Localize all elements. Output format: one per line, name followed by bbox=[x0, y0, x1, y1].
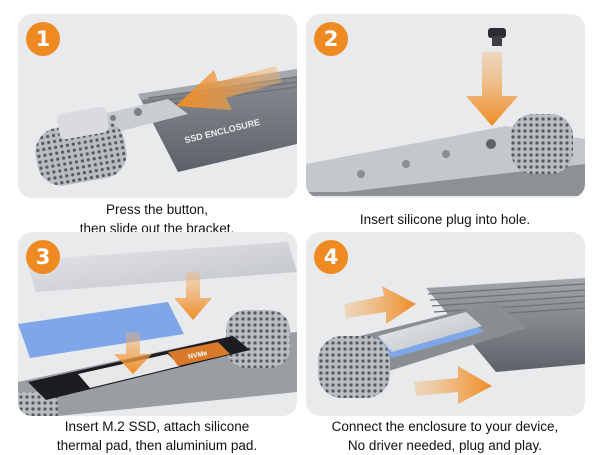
step-4-badge: 4 bbox=[314, 240, 348, 274]
step-3-caption: Insert M.2 SSD, attach silicone thermal … bbox=[7, 417, 307, 455]
step-1-badge: 1 bbox=[26, 22, 60, 56]
step-4-image: 4 bbox=[306, 232, 585, 416]
step-1-image: SSD ENCLOSURE 1 bbox=[18, 14, 297, 198]
insert-arrow-top-icon bbox=[344, 286, 416, 324]
thermal-pad bbox=[18, 302, 184, 358]
step-3-badge: 3 bbox=[26, 240, 60, 274]
step-2-illustration bbox=[306, 28, 585, 196]
ssd-label-text: NVMe bbox=[187, 350, 208, 361]
ssd-arrow-icon bbox=[114, 332, 152, 374]
step-2-badge: 2 bbox=[314, 22, 348, 56]
pad-arrow-icon bbox=[174, 272, 212, 320]
step-4-caption: Connect the enclosure to your device, No… bbox=[295, 417, 595, 455]
aluminium-pad bbox=[26, 242, 297, 292]
insert-arrow-icon bbox=[466, 52, 518, 126]
step-4-illustration bbox=[318, 278, 585, 404]
step-1-illustration: SSD ENCLOSURE bbox=[35, 66, 297, 186]
step-2-caption: Insert silicone plug into hole. bbox=[295, 210, 595, 229]
step-3-illustration: NVMe bbox=[18, 242, 297, 416]
step-3-image: NVMe 3 bbox=[18, 232, 297, 416]
step-4-caption-line-1: Connect the enclosure to your device, bbox=[331, 419, 559, 434]
step-2-caption-line-1: Insert silicone plug into hole. bbox=[359, 212, 531, 227]
step-2-image: 2 bbox=[306, 14, 585, 198]
insert-arrow-bottom-icon bbox=[414, 366, 492, 404]
slide-arrow-icon bbox=[176, 66, 282, 110]
step-3-caption-line-2: thermal pad, then aluminium pad. bbox=[56, 438, 258, 453]
step-1-caption-line-1: Press the button, bbox=[105, 202, 209, 217]
step-3-caption-line-1: Insert M.2 SSD, attach silicone bbox=[64, 419, 250, 434]
step-4-caption-line-2: No driver needed, plug and play. bbox=[347, 438, 543, 453]
